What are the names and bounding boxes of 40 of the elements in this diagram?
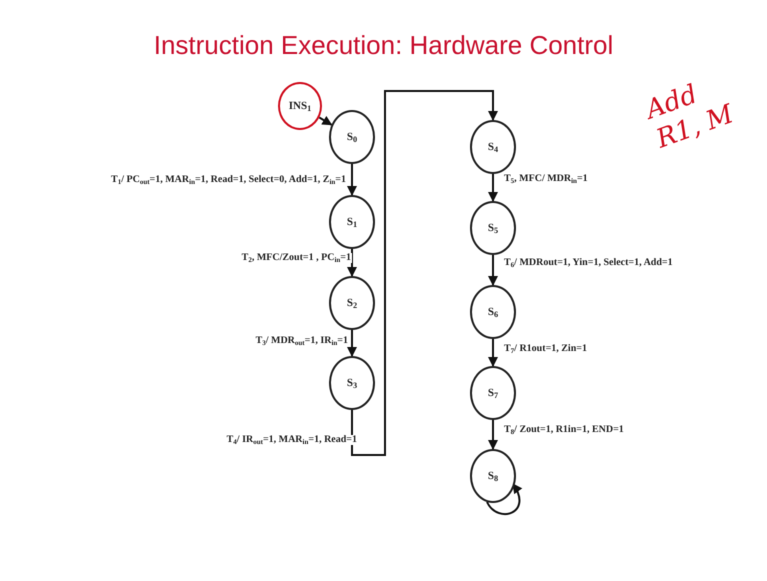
arrow (318, 116, 332, 126)
state-label: S$_{5}$ (488, 222, 498, 234)
edge-label: T$_{1}$/ PC$_{out}$=1, MAR$_{in}$=1, Read=1, Select=0, Add=1, Z$_{in}$=1 (110, 175, 347, 185)
edge-label: T$_{4}$/ IR$_{out}$=1, MAR$_{in}$=1, Read=1 (226, 435, 358, 445)
edge-label: T$_{2}$, MFC/Zout=1 , PC$_{in}$=1 (240, 253, 352, 263)
state-label: S$_{2}$ (346, 298, 358, 308)
state-circle (329, 110, 375, 164)
edge-label: T$_{3}$/ MDR$_{out}$=1, IR$_{in}$=1 (254, 336, 349, 346)
arrow (488, 420, 498, 450)
state-label: INS$_{1}$ (288, 100, 312, 112)
self-loop-arrow (486, 483, 522, 515)
state-circle (329, 276, 375, 330)
state-circle (329, 195, 375, 249)
state-circle (470, 201, 516, 255)
arrow (488, 174, 498, 202)
state-label: S$_{8}$ (488, 470, 498, 482)
state-circle (470, 285, 516, 339)
state-circle (329, 356, 375, 410)
title: Instruction Execution: Hardware Control (152, 29, 614, 62)
edge-label: T$_{8}$/ Zout=1, R1in=1, END=1 (503, 425, 625, 435)
arrow (347, 249, 357, 277)
edge-label: T$_{6}$/ MDRout=1, Yin=1, Select=1, Add=1 (503, 258, 674, 268)
edge-label: T$_{7}$/ R1out=1, Zin=1 (503, 344, 588, 354)
state-label: S$_{6}$ (488, 306, 498, 318)
arrow (488, 339, 498, 367)
state-label: S$_{4}$ (488, 142, 498, 152)
handwritten-circle (278, 82, 322, 130)
edge-label: T$_{5}$, MFC/ MDR$_{in}$=1 (503, 174, 589, 184)
arrow (347, 330, 357, 357)
state-label: S$_{3}$ (346, 378, 358, 388)
state-label: S$_{7}$ (488, 388, 498, 398)
arrow (347, 164, 357, 196)
state-label: S$_{1}$ (346, 216, 358, 228)
state-circle (470, 120, 516, 174)
state-circle (470, 449, 516, 503)
handwritten-note: Add R1, M (642, 78, 738, 156)
arrow (488, 255, 498, 286)
state-label: S$_{0}$ (346, 132, 358, 142)
state-circle (470, 366, 516, 420)
arrow (351, 90, 498, 456)
